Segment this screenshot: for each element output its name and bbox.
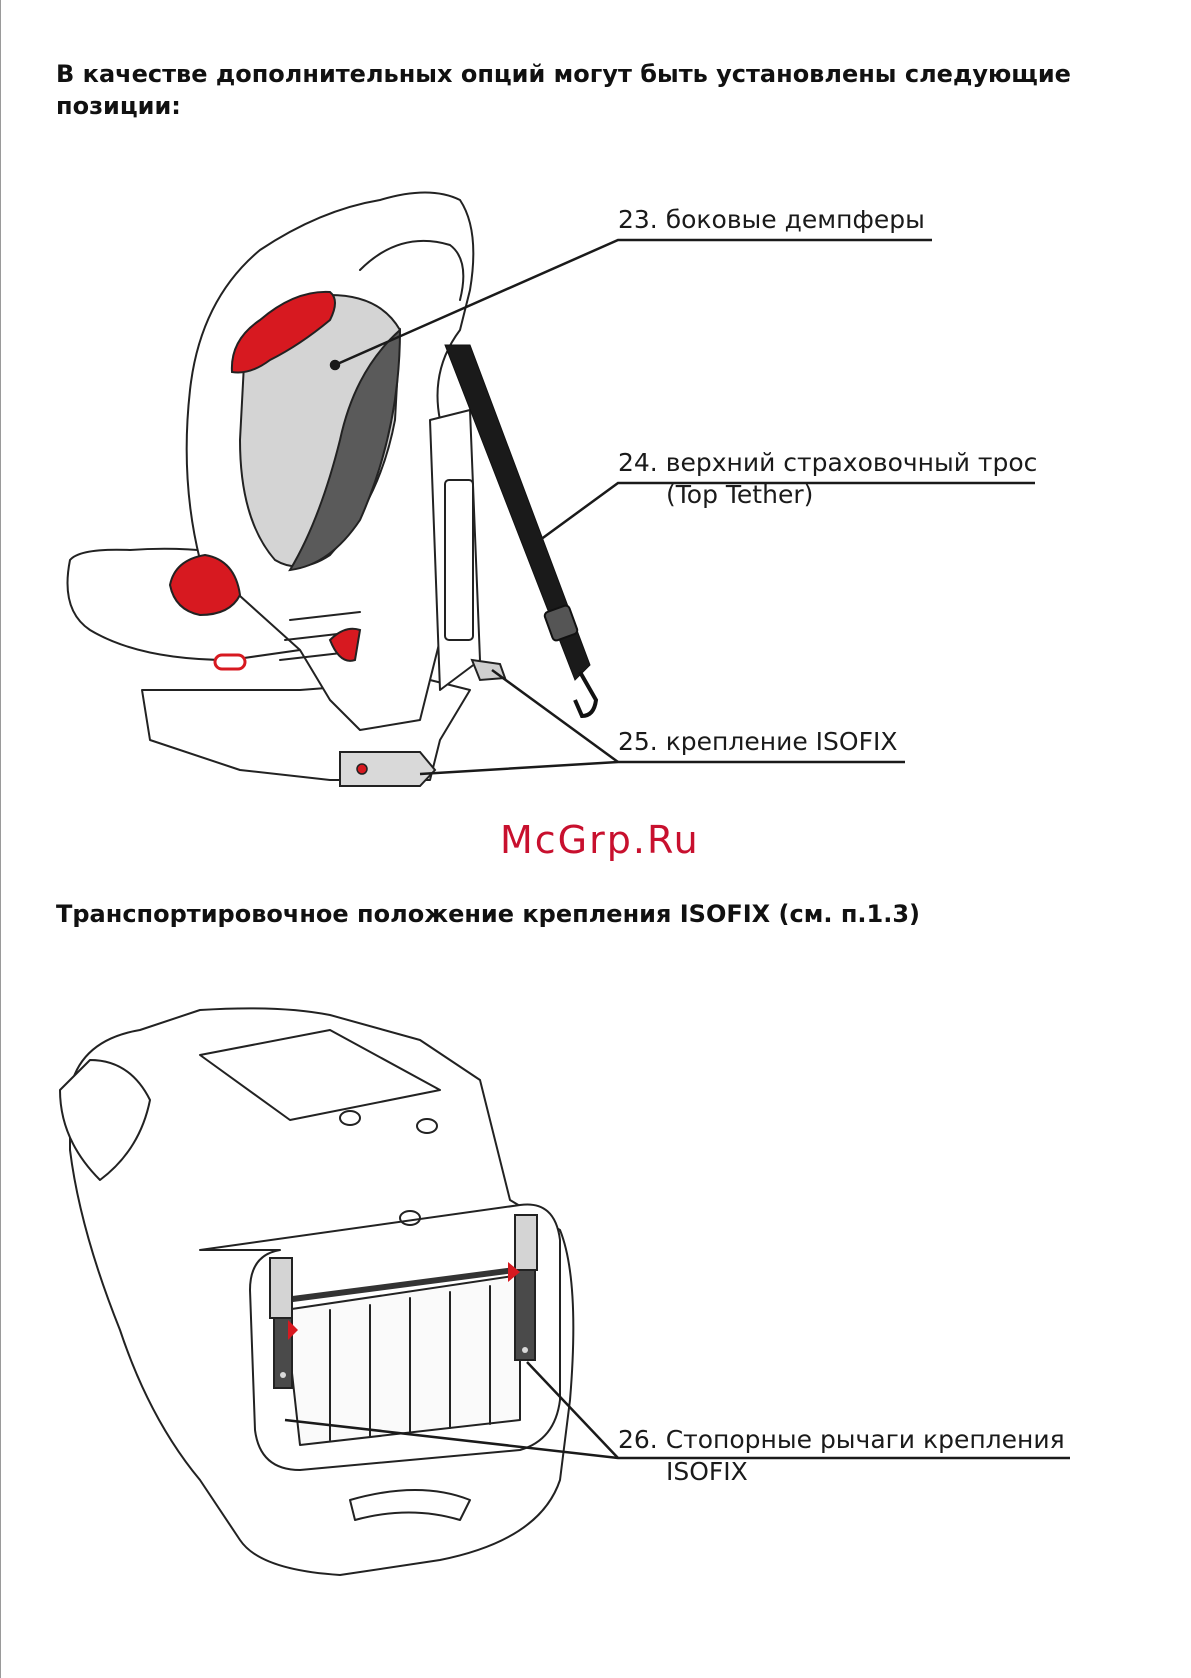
isofix-lever-left-upper bbox=[270, 1258, 292, 1318]
callout-26-sub: ISOFIX bbox=[618, 1456, 1065, 1488]
isofix-lever-right bbox=[515, 1270, 535, 1360]
callout-isofix-levers: 26. Стопорные рычаги крепления ISOFIX bbox=[618, 1424, 1065, 1488]
callout-26-label: 26. Стопорные рычаги крепления bbox=[618, 1425, 1065, 1454]
isofix-lever-right-upper bbox=[515, 1215, 537, 1270]
